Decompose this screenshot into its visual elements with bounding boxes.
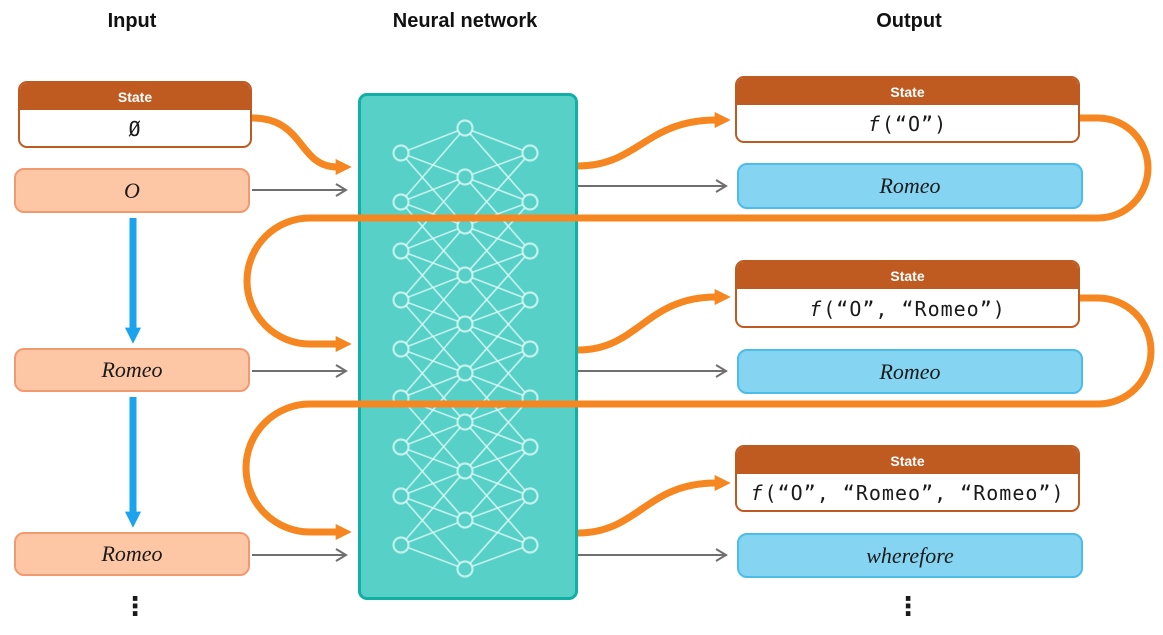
output-ellipsis: ⋮ bbox=[895, 592, 921, 622]
state-feedback-arrow-2 bbox=[242, 294, 1155, 541]
output-state-box-3: State f(“O”, “Romeo”, “Romeo”) bbox=[735, 445, 1080, 512]
state-args-1: (“O”) bbox=[881, 112, 948, 136]
input-state-box: State Ø bbox=[18, 81, 252, 148]
input-state-value: Ø bbox=[128, 117, 142, 141]
output-state-value-2: f(“O”, “Romeo”) bbox=[737, 291, 1078, 326]
output-token-3: wherefore bbox=[737, 533, 1083, 578]
state-in-arrow-1 bbox=[251, 114, 352, 176]
state-fn-2: f bbox=[809, 296, 823, 321]
output-state-header-2: State bbox=[737, 262, 1078, 291]
neural-network-box bbox=[358, 93, 578, 600]
input-token-3: Romeo bbox=[14, 532, 250, 576]
state-out-arrow-2 bbox=[577, 288, 731, 354]
state-fn-3: f bbox=[750, 481, 764, 505]
output-state-box-1: State f(“O”) bbox=[735, 76, 1080, 143]
state-args-2: (“O”, “Romeo”) bbox=[823, 296, 1006, 321]
input-token-1: O bbox=[14, 168, 250, 213]
output-state-header-3: State bbox=[737, 447, 1078, 476]
state-feedback-arrow-1 bbox=[243, 114, 1152, 353]
column-header-output: Output bbox=[876, 10, 942, 32]
column-header-input: Input bbox=[107, 10, 157, 32]
output-token-1: Romeo bbox=[737, 163, 1083, 209]
state-out-arrow-1 bbox=[577, 111, 731, 170]
output-state-box-2: State f(“O”, “Romeo”) bbox=[735, 260, 1080, 328]
input-state-header: State bbox=[20, 83, 250, 112]
output-state-header-1: State bbox=[737, 78, 1078, 107]
input-token-2: Romeo bbox=[14, 348, 250, 392]
input-ellipsis: ⋮ bbox=[122, 592, 148, 622]
output-token-2: Romeo bbox=[737, 349, 1083, 394]
state-args-3: (“O”, “Romeo”, “Romeo”) bbox=[764, 481, 1065, 505]
neural-network-graph-icon bbox=[392, 119, 539, 578]
state-fn-1: f bbox=[867, 112, 881, 136]
output-state-value-3: f(“O”, “Romeo”, “Romeo”) bbox=[737, 476, 1078, 510]
column-header-neural-network: Neural network bbox=[392, 10, 538, 32]
state-out-arrow-3 bbox=[577, 474, 731, 537]
output-state-value-1: f(“O”) bbox=[737, 107, 1078, 141]
